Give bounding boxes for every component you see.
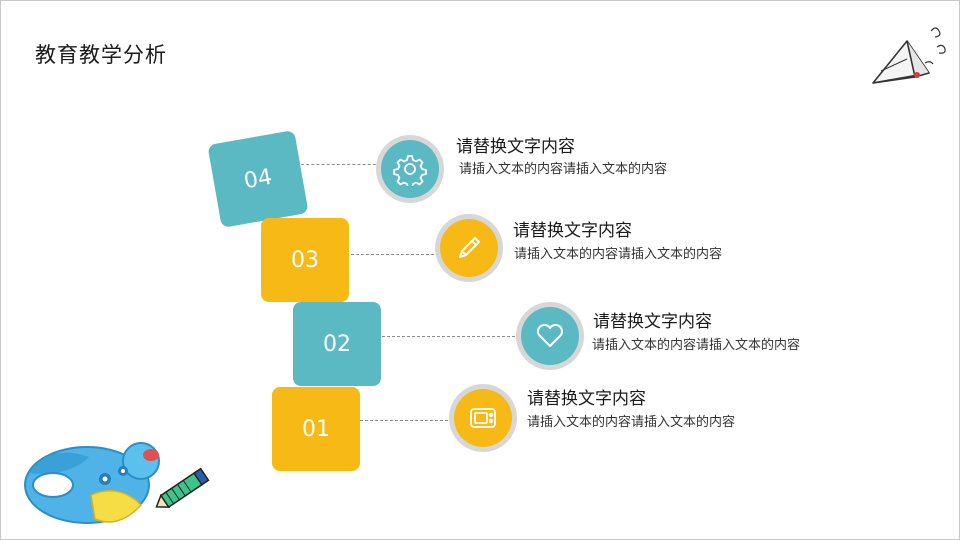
item-desc-04: 请插入文本的内容请插入文本的内容 bbox=[459, 162, 668, 177]
step-block-04: 04 bbox=[207, 129, 309, 229]
connector-line-01 bbox=[360, 420, 453, 421]
gear-icon bbox=[393, 155, 427, 186]
heart-icon bbox=[536, 323, 564, 347]
toy-plane-icon bbox=[24, 442, 160, 524]
icon-circle-02 bbox=[516, 302, 584, 370]
step-block-03: 03 bbox=[261, 218, 349, 302]
item-title-02: 请替换文字内容 bbox=[593, 312, 712, 332]
step-block-02: 02 bbox=[293, 302, 381, 386]
item-desc-02: 请插入文本的内容请插入文本的内容 bbox=[592, 338, 801, 353]
pencil-decoration-icon bbox=[155, 467, 210, 509]
item-desc-01: 请插入文本的内容请插入文本的内容 bbox=[527, 415, 736, 430]
connector-line-03 bbox=[351, 254, 439, 255]
icon-circle-04 bbox=[376, 135, 444, 203]
item-title-04: 请替换文字内容 bbox=[456, 137, 575, 157]
step-block-01: 01 bbox=[272, 387, 360, 471]
paper-plane-icon bbox=[872, 27, 946, 84]
connector-line-04 bbox=[301, 164, 381, 165]
pencil-icon bbox=[459, 237, 480, 258]
connector-line-02 bbox=[382, 336, 520, 337]
tv-icon bbox=[470, 408, 496, 428]
item-title-03: 请替换文字内容 bbox=[513, 221, 632, 241]
icon-circle-03 bbox=[435, 214, 503, 282]
item-title-01: 请替换文字内容 bbox=[527, 389, 646, 409]
slide-title: 教育教学分析 bbox=[35, 43, 167, 67]
item-desc-03: 请插入文本的内容请插入文本的内容 bbox=[514, 247, 723, 262]
icon-circle-01 bbox=[449, 384, 517, 452]
